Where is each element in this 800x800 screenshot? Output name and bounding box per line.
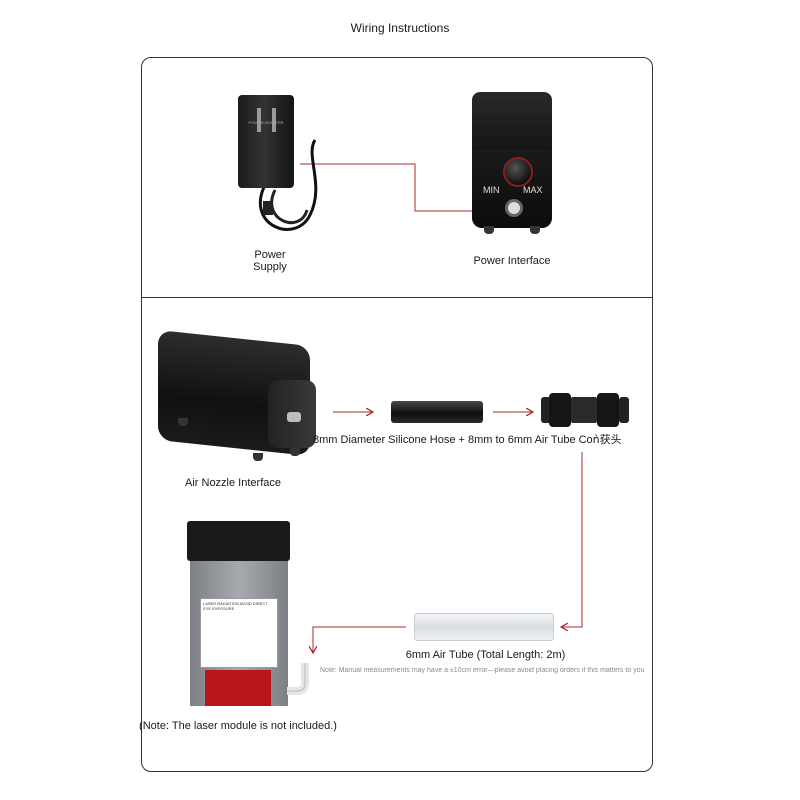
silicone-hose-icon [391, 401, 483, 423]
instruction-frame [141, 57, 653, 772]
measurement-note: Note: Manual measurements may have a ±10… [320, 667, 645, 674]
air-tube-icon [414, 613, 554, 641]
air-tube-label: 6mm Air Tube (Total Length: 2m) [405, 649, 566, 661]
air-nozzle-interface-label: Air Nozzle Interface [185, 477, 281, 489]
section-divider [142, 297, 652, 298]
arrow-power [300, 163, 493, 211]
laser-note-label: (Note: The laser module is not included.… [139, 720, 337, 732]
pump-min-label: MIN [483, 185, 500, 195]
pump-max-label: MAX [523, 185, 543, 195]
arrow-tube-to-laser [313, 626, 406, 652]
hose-connector-label: 8mm Diameter Silicone Hose + 8mm to 6mm … [313, 434, 622, 446]
power-interface-label: Power Interface [473, 255, 551, 267]
page-title: Wiring Instructions [350, 21, 450, 35]
arrow-connector-to-tube [562, 452, 583, 627]
tube-connector-icon [541, 391, 631, 429]
power-supply-label: Power Supply [253, 249, 287, 273]
